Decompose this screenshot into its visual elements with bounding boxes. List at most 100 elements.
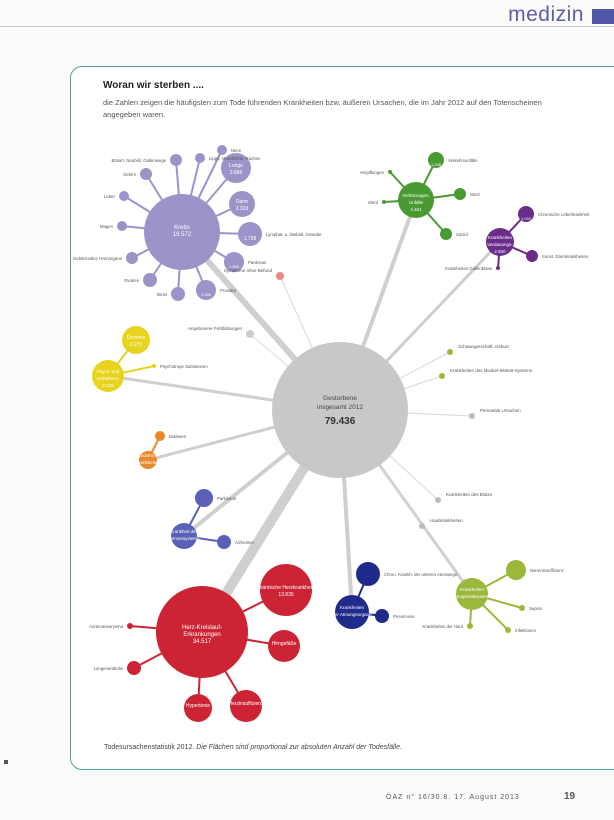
node-verdauung <box>496 266 500 270</box>
node-external-label: Sturz <box>470 192 480 197</box>
node-harn <box>505 627 511 633</box>
node-external-label: Lymphat. u. blutbild. Gewebe <box>266 232 322 237</box>
node-harn <box>506 560 526 580</box>
hub-harn <box>456 578 488 610</box>
hub-line1-kreislauf: Herz-Kreislauf- <box>182 625 222 631</box>
node-label: Hypertonie <box>186 703 210 709</box>
node-nerven <box>217 535 231 549</box>
node-external-label: Aortenaneurysma <box>89 624 124 629</box>
node-external-label: Chronische Leberkrankheit <box>538 212 590 217</box>
node-krebs <box>195 153 205 163</box>
node-value: 1.033 <box>521 216 532 221</box>
node-external-label: Prostata <box>220 288 237 293</box>
standalone-label: Perinatale Ursachen <box>480 408 521 413</box>
standalone-label: Krankheiten des Blutes <box>446 492 493 497</box>
node-krebs <box>196 280 216 300</box>
standalone-bubble <box>439 373 445 379</box>
node-krebs <box>117 221 127 231</box>
node-external-label: Krankheiten der Haut <box>422 624 463 629</box>
hub-endokrin <box>139 451 157 469</box>
node-label: Herzinsuffizienz <box>228 701 264 707</box>
node-external-label: Vergiftungen <box>360 170 385 175</box>
hub-line1-atmung: Krankheiten <box>340 605 365 610</box>
center-line1: Gestorbene <box>323 395 357 402</box>
hub-value-kreislauf: 34.517 <box>193 639 212 645</box>
node-label: Demenz <box>127 335 146 341</box>
node-external-label: Lippe, Mundhöhle, Rachen <box>209 156 261 161</box>
hub-atmung <box>335 595 369 629</box>
node-krebs <box>238 222 262 246</box>
hub-line1-psych: Psych. und <box>97 369 120 374</box>
standalone-bubble <box>469 413 475 419</box>
node-unfaelle <box>388 170 392 174</box>
caption: Todesursachenstatistik 2012. Die Flächen… <box>104 744 402 751</box>
hub-line1-krebs: Krebs <box>174 225 190 231</box>
hub-unfaelle <box>398 182 434 218</box>
standalone-label: Angeborene Fehlbildungen <box>188 326 243 331</box>
node-atmung <box>356 562 380 586</box>
page-number: 19 <box>564 791 576 802</box>
hub-line1-endokrin: Endokrine <box>138 453 159 458</box>
node-value: 1.266 <box>229 264 240 269</box>
hub-nerven <box>171 523 197 549</box>
node-external-label: Sepsis <box>529 606 542 611</box>
hub-line1-nerven: Krankheit des <box>170 529 198 534</box>
node-external-label: Gebärmutter, Harnorgane <box>73 256 123 261</box>
infographic-subtitle: die Zahlen zeigen die häufigsten zum Tod… <box>103 98 542 119</box>
hub-kreislauf <box>156 586 248 678</box>
node-label: Darm <box>236 199 248 205</box>
node-atmung <box>375 609 389 623</box>
hub-value-verdauung: 2.920 <box>494 249 506 254</box>
node-unfaelle <box>428 152 444 168</box>
standalone-bubble <box>447 349 453 355</box>
page-header: medizin <box>0 0 614 34</box>
node-krebs <box>224 252 244 272</box>
hub-line1-unfaelle: Verletzungen, <box>402 193 430 198</box>
node-nerven <box>195 489 213 507</box>
center-bubble <box>272 342 408 478</box>
node-external-label: Diabetes <box>169 434 186 439</box>
hub-line2-krebs: 19.572 <box>173 232 192 238</box>
hub-line2-verdauung: Verdauungs- <box>487 242 513 247</box>
node-external-label: Magen <box>100 224 114 229</box>
node-external-label: Lungenembolie <box>94 666 124 671</box>
section-title: medizin <box>508 3 584 26</box>
node-endokrin <box>155 431 165 441</box>
node-unfaelle <box>440 228 452 240</box>
node-external-label: Niereninsuffizienz <box>530 568 564 573</box>
connector-unfaelle <box>351 198 418 374</box>
node-label: Hirngefäße <box>272 641 297 647</box>
node-unfaelle <box>454 188 466 200</box>
node-value: 13.835 <box>278 592 294 598</box>
node-harn <box>519 605 525 611</box>
node-external-label: Bösart. Neubild. Gallenwege <box>112 158 167 163</box>
node-psych <box>122 326 150 354</box>
header-rule <box>0 26 614 27</box>
node-krebs <box>171 287 185 301</box>
node-external-label: Ovarien <box>124 278 140 283</box>
hub-line2-unfaelle: Unfälle <box>409 200 424 205</box>
center-line2: insgesamt 2012 <box>317 404 363 411</box>
node-kreislauf <box>268 630 300 662</box>
node-kreislauf <box>260 564 312 616</box>
node-value: 1.738 <box>244 236 257 242</box>
caption-note: Die Flächen sind proportional zur absolu… <box>196 744 402 751</box>
node-external-label: Chron. Krankh. der unteren Atemwege <box>384 572 458 577</box>
hub-line1-harn: Krankheiten <box>460 587 485 592</box>
hub-value-psych: 2.515 <box>102 383 114 388</box>
connector-psych <box>106 374 302 406</box>
hub-value-unfaelle: 4.461 <box>410 207 422 212</box>
node-external-label: Parkinson <box>217 496 237 501</box>
hub-line2-psych: Verhaltens- <box>97 376 120 381</box>
node-value: 2.270 <box>130 342 143 348</box>
node-krebs <box>143 273 157 287</box>
standalone-bubble <box>435 497 441 503</box>
connector-verdauung <box>366 240 502 382</box>
hub-line2-atmung: der Atmungsorgane <box>332 612 372 617</box>
node-krebs <box>119 191 129 201</box>
margin-mark <box>4 760 8 764</box>
hub-verdauung <box>486 228 514 256</box>
node-harn <box>467 623 473 629</box>
